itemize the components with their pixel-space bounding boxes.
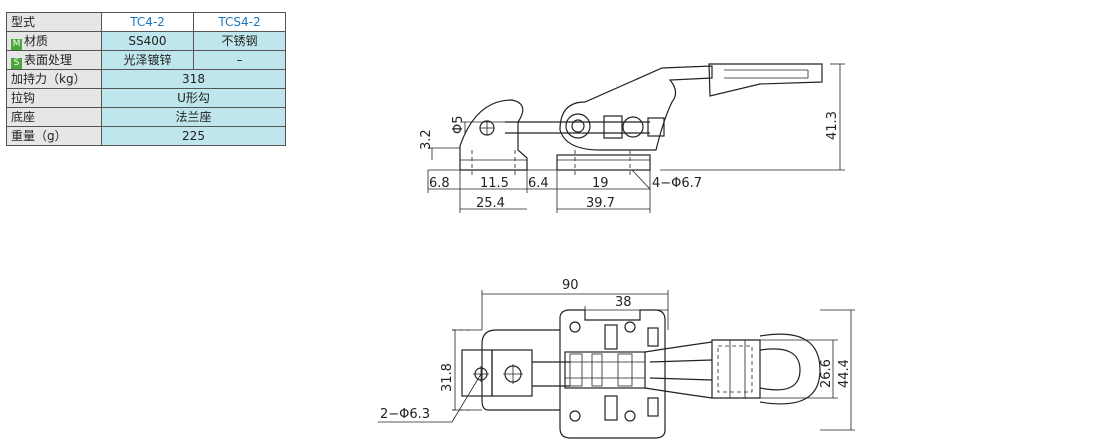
mount-hole-icon — [569, 321, 581, 333]
pivot-circle-icon — [565, 113, 591, 139]
dim-hole-4-phi6-7: 4−Φ6.7 — [652, 176, 702, 191]
row-force-value: 318 — [101, 69, 286, 89]
dim-41-3: 41.3 — [825, 111, 840, 140]
clamp-base — [556, 154, 651, 171]
table-row: 拉钩 U形勾 — [6, 88, 286, 108]
dim-19: 19 — [592, 176, 609, 191]
dim-38: 38 — [615, 295, 632, 310]
header-model-tcs4-2: TCS4-2 — [193, 12, 286, 32]
dim-6-4: 6.4 — [528, 176, 549, 191]
top-view-dimensions: 90 38 31.8 26.6 44.4 2−Φ6.3 — [380, 278, 852, 422]
row-base-value: 法兰座 — [101, 107, 286, 127]
top-arm — [644, 341, 713, 399]
row-weight-value: 225 — [101, 126, 286, 146]
dim-44-4: 44.4 — [837, 359, 852, 388]
dim-11-5: 11.5 — [480, 176, 509, 191]
top-base-plate — [559, 309, 666, 439]
row-label-text: 表面处理 — [24, 53, 73, 67]
side-view — [427, 63, 845, 213]
dim-phi5: Φ5 — [451, 115, 466, 134]
dim-25-4: 25.4 — [476, 196, 505, 211]
table-row: 重量（g） 225 — [6, 126, 286, 146]
row-surface-col1: 光泽镀锌 — [101, 50, 194, 70]
table-row: 型式 TC4-2 TCS4-2 — [6, 12, 286, 32]
table-row: 底座 法兰座 — [6, 107, 286, 127]
row-hook-value: U形勾 — [101, 88, 286, 108]
table-row: 加持力（kg） 318 — [6, 69, 286, 89]
clamp-arm — [559, 65, 713, 151]
dim-31-8: 31.8 — [440, 363, 455, 392]
top-handle-grip — [711, 339, 761, 399]
row-material-col1: SS400 — [101, 31, 194, 51]
row-force-label: 加持力（kg） — [6, 69, 102, 89]
u-hook — [481, 329, 560, 411]
dim-26-6: 26.6 — [819, 359, 834, 388]
dim-39-7: 39.7 — [586, 196, 615, 211]
header-model-label: 型式 — [6, 12, 102, 32]
surface-badge-icon: S — [11, 58, 22, 69]
side-view-dimensions: 6.8 11.5 6.4 19 4−Φ6.7 25.4 39.7 Φ5 3.2 … — [419, 111, 840, 211]
material-badge-icon: M — [11, 39, 22, 50]
row-label-text: 材质 — [24, 34, 49, 48]
mount-hole-icon — [569, 410, 581, 422]
hook-body — [459, 99, 528, 171]
top-view — [378, 290, 855, 439]
row-weight-label: 重量（g） — [6, 126, 102, 146]
clamp-handle — [708, 63, 823, 97]
row-surface-col2: – — [193, 50, 286, 70]
row-base-label: 底座 — [6, 107, 102, 127]
linkage-body — [564, 351, 646, 389]
dim-hole-2-phi6-3: 2−Φ6.3 — [380, 407, 430, 422]
dim-3-2: 3.2 — [419, 129, 434, 150]
row-material-col2: 不锈钢 — [193, 31, 286, 51]
top-handle-loop — [759, 333, 821, 405]
header-model-tc4-2: TC4-2 — [101, 12, 194, 32]
dim-6-8: 6.8 — [429, 176, 450, 191]
dim-90: 90 — [562, 278, 579, 293]
